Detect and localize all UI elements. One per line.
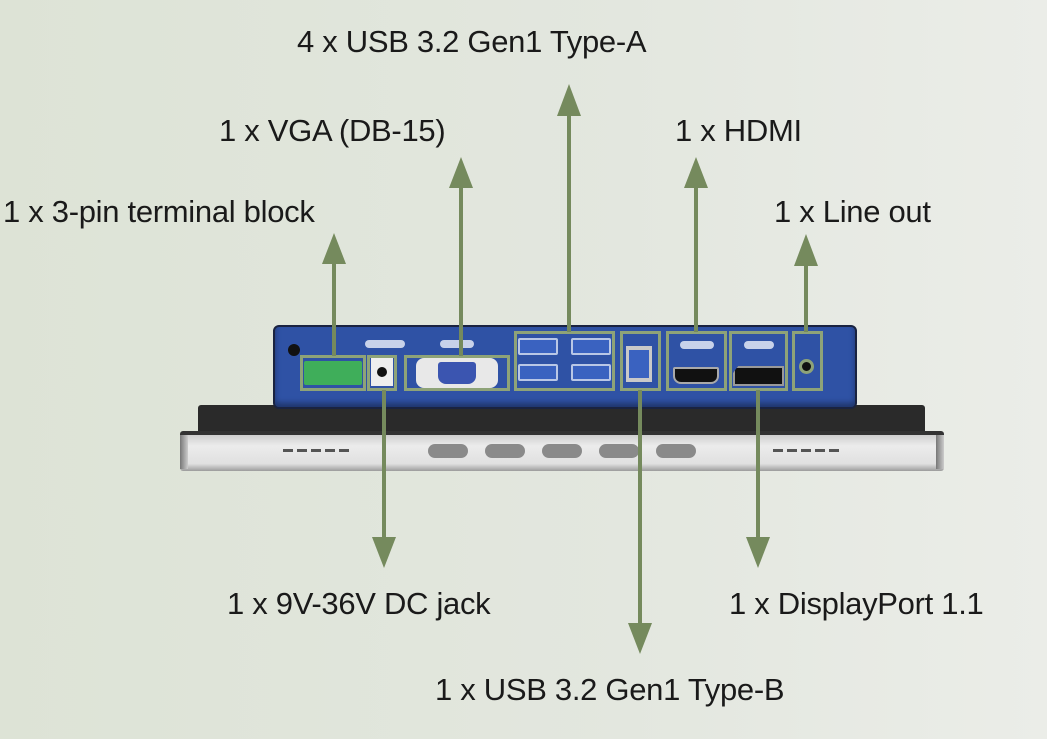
usb-type-a-port [518,364,558,381]
usb-type-b-port [626,346,652,382]
label-usb-type-b: 1 x USB 3.2 Gen1 Type-B [435,672,785,707]
terminal-block-port [304,361,362,385]
ground-screw-icon [288,344,300,356]
hdmi-highlight [666,331,727,391]
arrow-usb-type-a [557,84,581,332]
vga-port [416,358,498,388]
displayport-highlight [729,331,788,391]
displayport-port [733,366,784,386]
vga-tag [440,340,474,348]
label-terminal-block: 1 x 3-pin terminal block [3,194,315,229]
arrow-hdmi [684,157,708,332]
vga-highlight [404,355,510,391]
terminal-block-highlight [300,355,366,391]
button-slot [599,444,639,458]
label-hdmi: 1 x HDMI [675,113,802,148]
display-bezel [198,405,925,433]
dc-tag [365,340,405,348]
usb-type-a-port [518,338,558,355]
usb-type-a-port [571,364,611,381]
arrow-dc-jack [372,390,396,568]
line-out-highlight [792,331,823,391]
arrow-displayport [746,390,770,568]
usb-type-a-port [571,338,611,355]
label-dc-jack: 1 x 9V-36V DC jack [227,586,491,621]
vent-right [773,449,843,452]
usb-type-a-highlight [514,331,615,391]
arrow-usb-type-b [628,390,652,654]
button-slot [542,444,582,458]
vent-left [283,449,353,452]
label-usb-type-a: 4 x USB 3.2 Gen1 Type-A [297,24,647,59]
button-slot [428,444,468,458]
arrow-vga [449,157,473,356]
hdmi-tag [680,341,714,349]
button-slot [656,444,696,458]
dp-tag [744,341,774,349]
label-vga: 1 x VGA (DB-15) [219,113,446,148]
arrow-line-out [794,234,818,332]
label-line-out: 1 x Line out [774,194,931,229]
button-slot [485,444,525,458]
dc-jack-highlight [367,355,397,391]
usb-type-b-highlight [620,331,661,391]
arrow-terminal-block [322,233,346,356]
label-displayport: 1 x DisplayPort 1.1 [729,586,984,621]
line-out-port [799,359,814,374]
hdmi-port [673,367,719,384]
dc-jack-port [371,358,393,386]
